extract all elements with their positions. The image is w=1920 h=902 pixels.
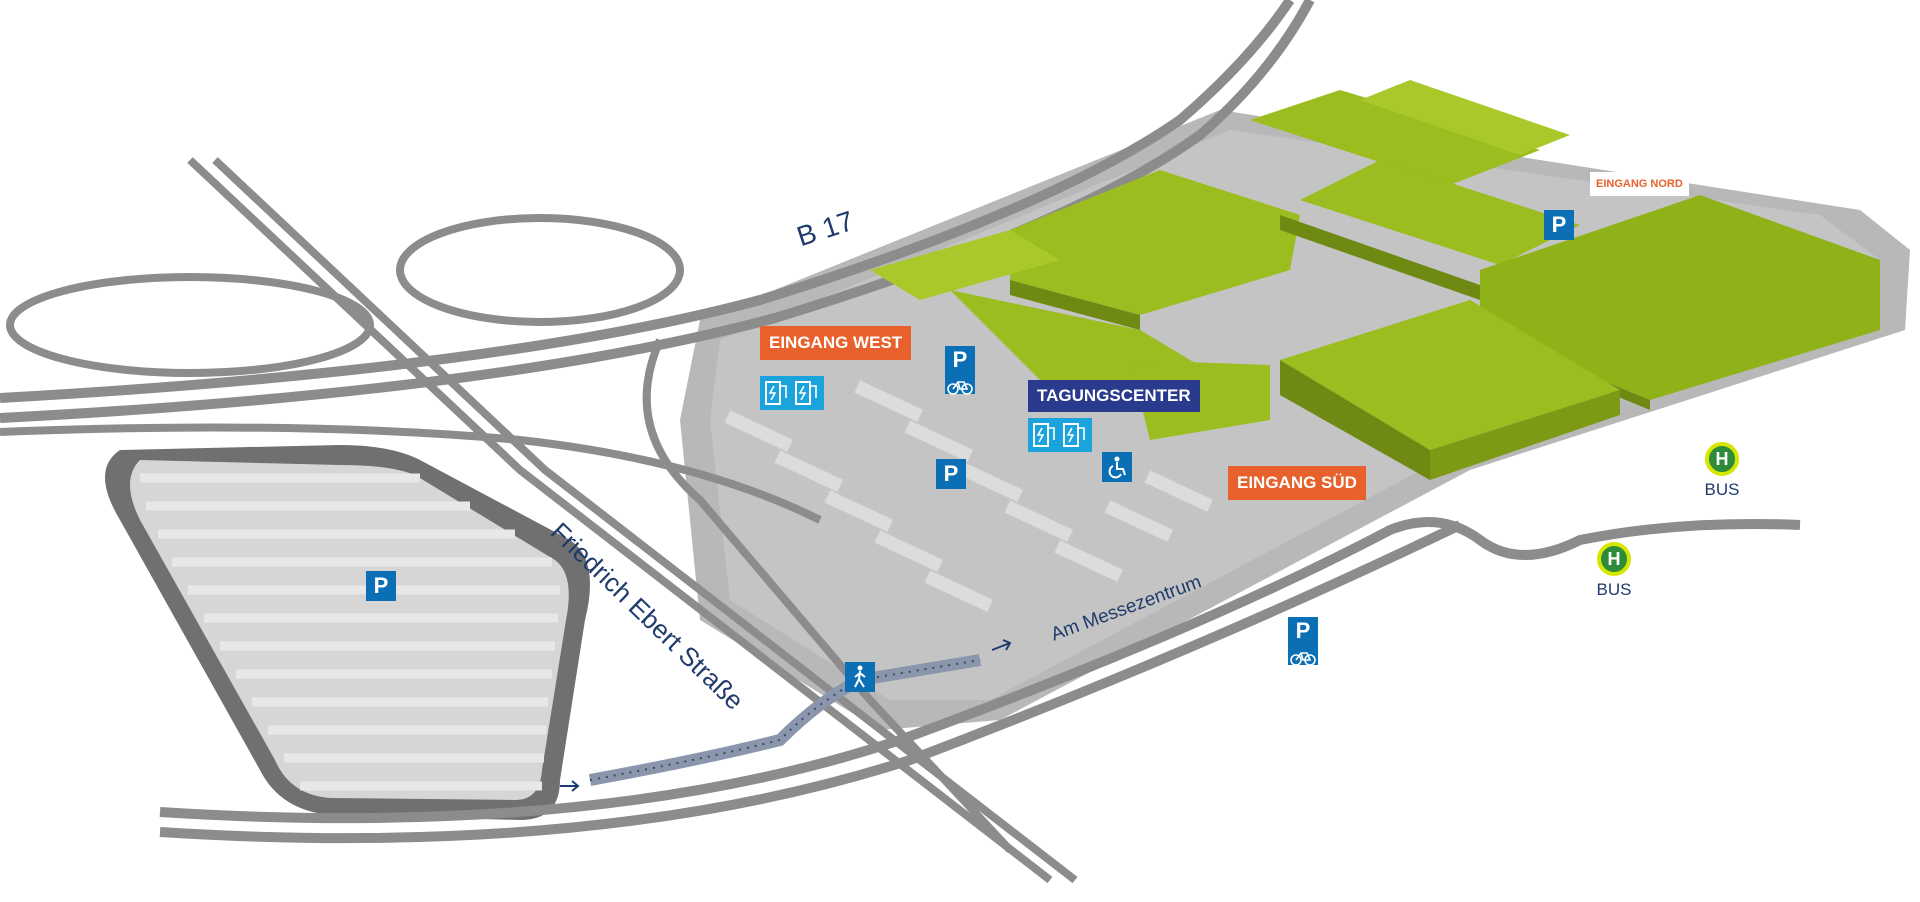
parking-sign-icon: P bbox=[1544, 210, 1574, 240]
label-eingang-west: EINGANG WEST bbox=[760, 326, 912, 360]
highway-b17 bbox=[0, 0, 1315, 423]
parking-rows-center bbox=[723, 379, 1215, 613]
bicycle-parking-sign: P bbox=[1288, 617, 1318, 666]
pedestrian-path bbox=[588, 654, 981, 786]
arrow-right-icon bbox=[560, 780, 580, 792]
ev-charging-icon bbox=[1028, 418, 1092, 452]
pedestrian-icon bbox=[845, 662, 875, 692]
arrow-right-icon bbox=[991, 639, 1012, 651]
bus-stop-icon: H bbox=[1705, 442, 1739, 476]
parking-sign-icon: P bbox=[936, 459, 966, 489]
ev-charging-icon bbox=[760, 376, 824, 410]
bus-stop-label: BUS bbox=[1596, 580, 1632, 599]
parking-sign-icon: P bbox=[366, 571, 396, 601]
label-tagungscenter: TAGUNGSCENTER bbox=[1028, 380, 1200, 412]
bicycle-icon bbox=[947, 381, 973, 395]
exhibition-halls bbox=[870, 80, 1880, 480]
bicycle-icon bbox=[1290, 652, 1316, 666]
wheelchair-icon bbox=[1102, 452, 1132, 482]
label-eingang-sued: EINGANG SÜD bbox=[1228, 466, 1366, 500]
bus-stop-south: H BUS bbox=[1594, 542, 1634, 600]
label-eingang-nord: EINGANG NORD bbox=[1590, 172, 1689, 196]
road-am-messezentrum bbox=[159, 517, 1801, 844]
bus-stop-icon: H bbox=[1597, 542, 1631, 576]
bicycle-parking-sign: P bbox=[945, 346, 975, 395]
bus-stop-label: BUS bbox=[1704, 480, 1740, 499]
parking-lot-west bbox=[130, 460, 569, 800]
bus-stop-north: H BUS bbox=[1702, 442, 1742, 500]
